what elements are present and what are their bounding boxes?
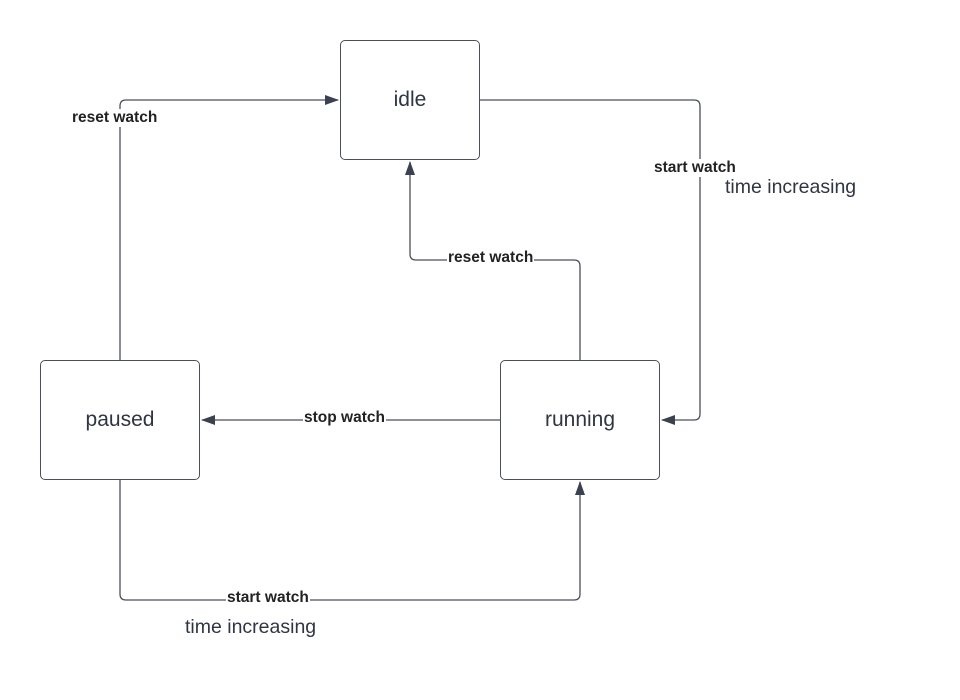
label-idle-to-running: start watch [653,159,737,177]
edge-paused-to-idle [119,95,339,360]
edge-idle-to-running [480,99,701,425]
state-idle-label: idle [393,88,427,111]
state-running[interactable]: running [500,360,660,480]
note-idle-to-running: time increasing [725,176,857,198]
label-running-to-paused: stop watch [303,409,386,427]
note-paused-to-running: time increasing [185,616,317,638]
edge-paused-to-running [119,480,585,601]
label-paused-to-running: start watch [226,589,310,607]
state-paused-label: paused [85,408,155,431]
state-running-label: running [544,408,616,431]
label-paused-to-idle: reset watch [71,109,159,127]
state-paused[interactable]: paused [40,360,200,480]
label-running-to-idle: reset watch [447,249,535,267]
state-idle[interactable]: idle [340,40,480,160]
